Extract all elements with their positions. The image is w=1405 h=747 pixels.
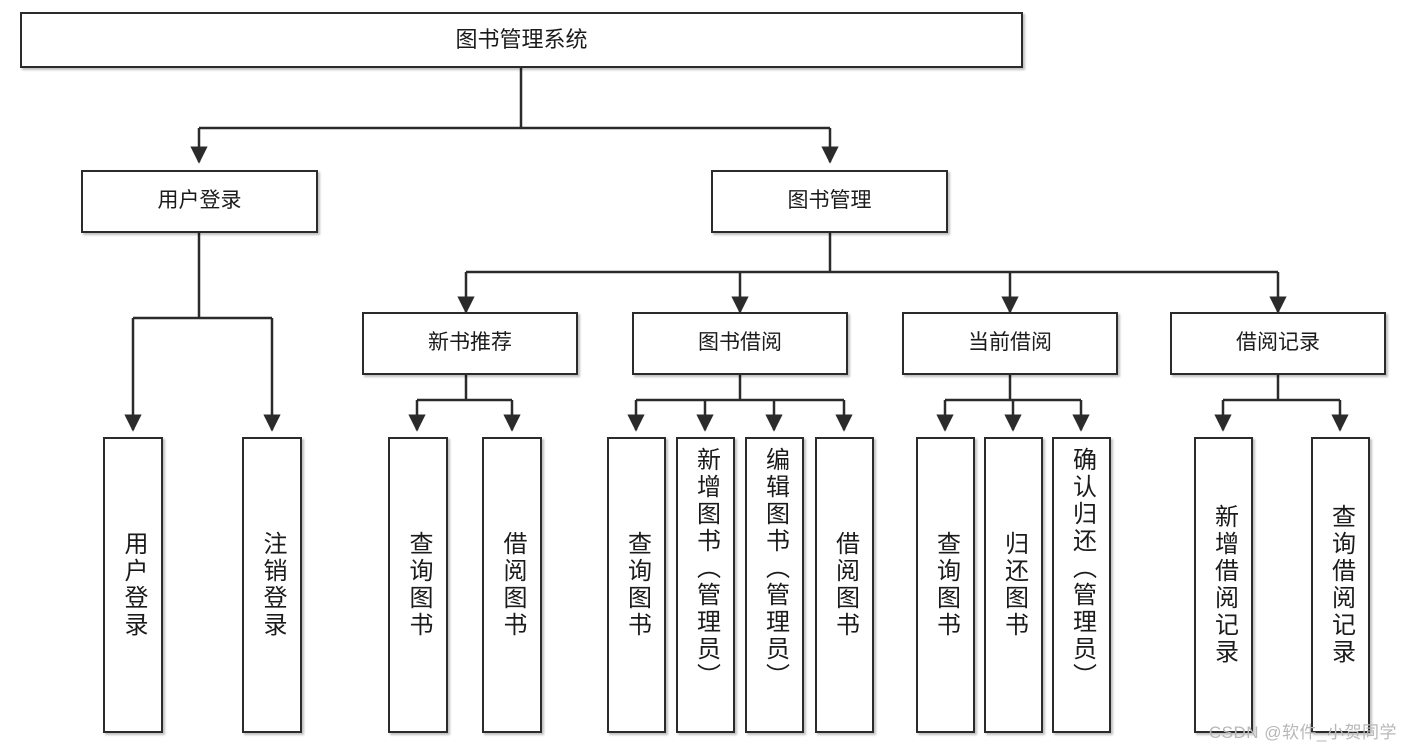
node-label: 新增图书（管理员） [692, 447, 720, 690]
node-user-login[interactable]: 用户登录 [81, 170, 318, 233]
node-label: 确认归还（管理员） [1068, 447, 1096, 690]
node-book-management[interactable]: 图书管理 [711, 170, 948, 233]
node-new-book-recommend[interactable]: 新书推荐 [362, 312, 578, 375]
node-root-book-management-system[interactable]: 图书管理系统 [20, 12, 1023, 68]
leaf-confirm-return-admin[interactable]: 确认归还（管理员） [1052, 437, 1111, 733]
node-label: 图书管理 [787, 189, 872, 213]
leaf-user-login[interactable]: 用户登录 [103, 437, 163, 733]
node-label: 图书借阅 [698, 331, 782, 355]
leaf-edit-book-admin[interactable]: 编辑图书（管理员） [745, 437, 804, 733]
leaf-logout-login[interactable]: 注销登录 [242, 437, 302, 733]
node-label: 图书管理系统 [455, 27, 588, 53]
node-label: 编辑图书（管理员） [761, 447, 789, 690]
leaf-return-book[interactable]: 归还图书 [984, 437, 1043, 733]
leaf-query-borrow-record[interactable]: 查询借阅记录 [1311, 437, 1370, 733]
leaf-query-book-current[interactable]: 查询图书 [916, 437, 975, 733]
node-label: 注销登录 [259, 531, 286, 639]
node-label: 用户登录 [157, 189, 242, 213]
node-label: 新增借阅记录 [1210, 504, 1238, 666]
node-label: 查询图书 [623, 531, 651, 639]
node-book-borrow[interactable]: 图书借阅 [632, 312, 848, 375]
node-borrow-record[interactable]: 借阅记录 [1170, 312, 1386, 375]
leaf-query-book-recommend[interactable]: 查询图书 [388, 437, 448, 733]
leaf-add-borrow-record[interactable]: 新增借阅记录 [1194, 437, 1253, 733]
node-label: 用户登录 [120, 531, 147, 639]
node-current-borrow[interactable]: 当前借阅 [902, 312, 1118, 375]
node-label: 借阅记录 [1236, 331, 1320, 355]
leaf-add-book-admin[interactable]: 新增图书（管理员） [676, 437, 735, 733]
node-label: 借阅图书 [499, 531, 526, 639]
leaf-borrow-book-recommend[interactable]: 借阅图书 [482, 437, 542, 733]
node-label: 查询借阅记录 [1327, 504, 1355, 666]
node-label: 归还图书 [1000, 531, 1028, 639]
node-label: 新书推荐 [428, 331, 512, 355]
node-label: 查询图书 [932, 531, 960, 639]
leaf-borrow-book-borrow[interactable]: 借阅图书 [815, 437, 874, 733]
node-label: 当前借阅 [968, 331, 1052, 355]
leaf-query-book-borrow[interactable]: 查询图书 [607, 437, 666, 733]
node-label: 查询图书 [405, 531, 432, 639]
node-label: 借阅图书 [831, 531, 859, 639]
